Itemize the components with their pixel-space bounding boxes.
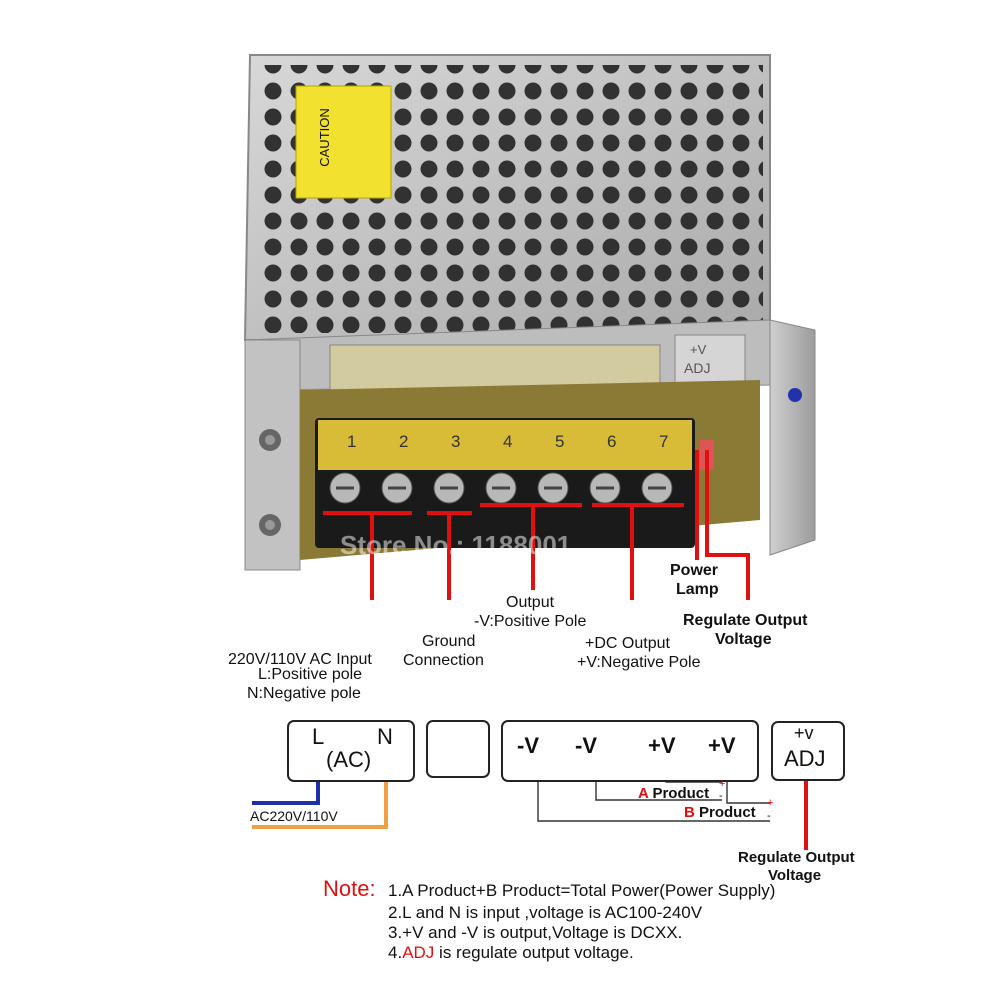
ac-l-label: L: [312, 724, 325, 749]
adj-label: ADJ: [784, 746, 826, 771]
note-line-4-suffix: is regulate output voltage.: [434, 943, 634, 962]
output-box: [501, 720, 759, 782]
ac-input-label-2: L:Positive pole: [258, 666, 363, 683]
adj-plus-photo: +V: [690, 342, 707, 357]
regulate-label-1: Regulate Output: [683, 612, 808, 629]
product-a-plus: +: [719, 778, 726, 790]
note-line-2: 2.L and N is input ,voltage is AC100-240…: [388, 903, 703, 922]
output-label-3: +V: [648, 733, 676, 758]
schematic-wires: [252, 724, 808, 850]
side-panel: [769, 319, 816, 556]
terminal-number: 7: [659, 432, 669, 451]
dc-output-label-2: +V:Negative Pole: [577, 654, 701, 671]
product-b-minus: -: [767, 810, 771, 822]
output-label-2: -V: [575, 733, 597, 758]
terminal-number: 5: [555, 432, 565, 451]
terminal-number: 2: [399, 432, 409, 451]
power-lamp-label-2: Lamp: [676, 581, 719, 598]
power-supply-photo: [243, 54, 816, 600]
adj-photo: ADJ: [684, 360, 711, 376]
output-neg-label-1: Output: [506, 594, 555, 611]
note-heading: Note:: [323, 876, 376, 901]
note-line-4-adj: ADJ: [402, 943, 435, 962]
ac-label: (AC): [326, 747, 372, 772]
regulate-schematic-1: Regulate Output: [738, 849, 855, 866]
regulate-schematic-2: Voltage: [768, 867, 822, 884]
ac-input-box: [287, 720, 415, 782]
ac-input-label-1: 220V/110V AC Input: [228, 651, 372, 668]
caution-sticker: [295, 85, 392, 199]
product-a-letter: A: [638, 785, 649, 802]
adj-plus-label: +v: [794, 723, 814, 743]
ac-n-label: N: [377, 724, 393, 749]
output-label-4: +V: [708, 733, 736, 758]
terminal-number: 3: [451, 432, 461, 451]
ground-box: [426, 720, 490, 778]
output-neg-label-2: -V:Positive Pole: [474, 613, 587, 630]
regulate-label-2: Voltage: [715, 631, 772, 648]
note-line-4: 4.ADJ is regulate output voltage.: [388, 943, 634, 963]
note-line-4-prefix: 4.: [388, 943, 403, 962]
note-line-1: 1.A Product+B Product=Total Power(Power …: [388, 881, 776, 900]
product-a-minus: -: [719, 790, 723, 802]
output-label-1: -V: [517, 733, 539, 758]
product-b-letter: B: [684, 804, 695, 821]
product-b-plus: +: [767, 797, 774, 809]
terminal-number: 1: [347, 432, 357, 451]
dc-output-label-1: +DC Output: [585, 635, 670, 652]
ac-wire-label: AC220V/110V: [250, 808, 338, 824]
caution-text: CAUTION: [316, 108, 332, 167]
terminal-number: 6: [607, 432, 617, 451]
watermark: Store No.: 1188001: [340, 530, 572, 560]
product-a-word: Product: [648, 785, 710, 802]
adj-box: [771, 721, 845, 781]
product-a-label: A Product: [638, 785, 709, 802]
ground-label-2: Connection: [403, 652, 484, 669]
ground-label-1: Ground: [422, 633, 476, 650]
terminal-number: 4: [503, 432, 513, 451]
note-line-3: 3.+V and -V is output,Voltage is DCXX.: [388, 923, 683, 942]
product-b-word: Product: [694, 804, 756, 821]
ac-input-label-3: N:Negative pole: [247, 685, 361, 702]
power-lamp-label-1: Power: [670, 562, 719, 579]
product-b-label: B Product: [684, 804, 756, 821]
